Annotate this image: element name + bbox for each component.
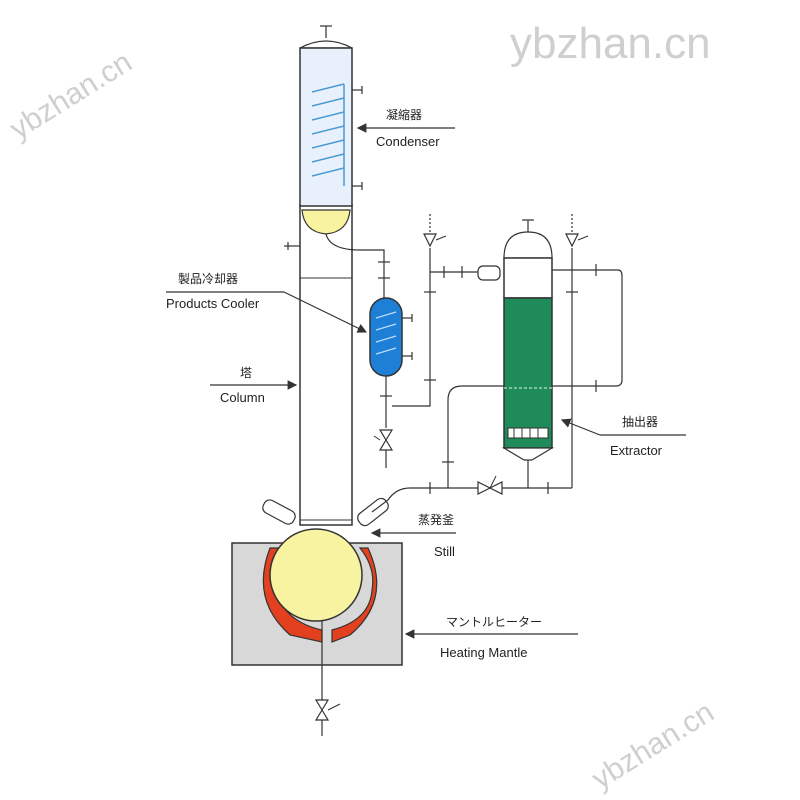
still-right-neck (357, 497, 389, 527)
svg-text:ybzhan.cn: ybzhan.cn (586, 695, 719, 795)
label-column: 塔 Column (210, 366, 298, 405)
heating-mantle-jp-label: マントルヒーター (446, 615, 542, 629)
heating-mantle-en-label: Heating Mantle (440, 645, 527, 660)
svg-text:ybzhan.cn: ybzhan.cn (4, 45, 137, 145)
vent-valve-right (565, 214, 589, 248)
still-en-label: Still (434, 544, 455, 559)
extractor-distributor (507, 427, 549, 439)
products-cooler-coil (375, 311, 397, 355)
watermark-top-right: ybzhan.cn (510, 19, 711, 68)
label-products-cooler: 製品冷却器 Products Cooler (166, 272, 368, 333)
extractor-jp-label: 抽出器 (622, 415, 658, 429)
extractor-top (503, 231, 553, 259)
bottom-drain-valve (314, 699, 341, 736)
condenser-jp-label: 凝縮器 (386, 107, 422, 122)
label-heating-mantle: マントルヒーター Heating Mantle (404, 615, 578, 660)
label-still: 蒸発釜 Still (370, 512, 456, 559)
still-jp-label: 蒸発釜 (418, 512, 454, 527)
heating-mantle-right-element (331, 547, 378, 643)
condenser-coil (311, 83, 345, 186)
product-valve (373, 429, 394, 468)
products-cooler-jp-label: 製品冷却器 (178, 272, 238, 286)
return-valve (477, 475, 503, 495)
vent-valve-left (423, 214, 447, 248)
products-cooler-en-label: Products Cooler (166, 296, 260, 311)
column-body (299, 204, 353, 526)
still-flask (269, 528, 363, 622)
watermark-bottom-right: ybzhan.cn (586, 695, 719, 795)
label-condenser: 凝縮器 Condenser (356, 107, 455, 149)
extractor-solvent-zone (503, 297, 553, 449)
still-left-neck (262, 499, 296, 525)
column-en-label: Column (220, 390, 265, 405)
condenser-top-cap (299, 40, 353, 49)
extractor-shell (503, 257, 553, 299)
label-extractor: 抽出器 Extractor (560, 415, 686, 458)
column-jp-label: 塔 (240, 366, 252, 380)
extractor-en-label: Extractor (610, 443, 663, 458)
svg-text:ybzhan.cn: ybzhan.cn (510, 19, 711, 68)
products-cooler (369, 297, 403, 377)
extractor-inlet-nozzle (477, 265, 501, 281)
watermark-top-left: ybzhan.cn (4, 45, 137, 145)
condenser-en-label: Condenser (376, 134, 440, 149)
